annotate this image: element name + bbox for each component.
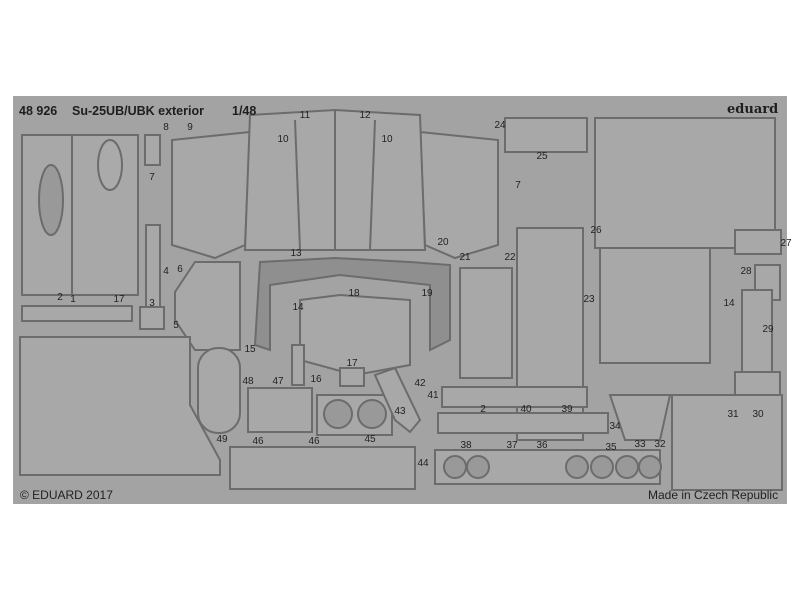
part-number: 28 (740, 266, 752, 277)
part-2-40-39 (437, 412, 609, 434)
part-1-oval (38, 164, 64, 236)
fret-code: 48 926 (19, 104, 58, 118)
part-number: 6 (177, 264, 183, 275)
part-number: 13 (290, 248, 302, 259)
part-number: 44 (417, 458, 429, 469)
part-3 (139, 306, 165, 330)
part-2-large-panel (19, 336, 221, 476)
part-number: 30 (752, 409, 764, 420)
part-number: 11 (299, 110, 311, 121)
part-45-46 (229, 446, 416, 490)
part-9-panel (171, 130, 252, 260)
part-29 (741, 289, 773, 381)
part-12-frame (334, 108, 427, 251)
part-number: 10 (381, 134, 393, 145)
part-26-panel (594, 117, 776, 249)
part-number: 49 (216, 434, 228, 445)
part-number: 29 (762, 324, 774, 335)
part-number: 12 (359, 110, 371, 121)
part-number: 14 (723, 298, 735, 309)
part-number: 35 (605, 442, 617, 453)
part-number: 9 (187, 122, 193, 133)
part-number: 25 (536, 151, 548, 162)
part-32-34 (608, 394, 672, 441)
part-number: 22 (504, 252, 516, 263)
part-number: 42 (414, 378, 426, 389)
part-number: 14 (292, 302, 304, 313)
fret-title: Su-25UB/UBK exterior (72, 104, 204, 118)
fret-scale: 1/48 (232, 104, 257, 118)
part-6 (174, 261, 241, 351)
part-number: 46 (308, 436, 320, 447)
copyright: © EDUARD 2017 (20, 488, 113, 502)
part-number: 37 (506, 440, 518, 451)
part-number: 43 (394, 406, 406, 417)
part-number: 32 (654, 439, 666, 450)
part-24-25 (504, 117, 588, 153)
made-in: Made in Czech Republic (648, 488, 779, 502)
part-number: 27 (780, 238, 792, 249)
part-number: 7 (149, 172, 155, 183)
part-number: 34 (609, 421, 621, 432)
part-47 (247, 387, 313, 433)
part-number: 21 (459, 252, 471, 263)
part-number: 3 (149, 298, 155, 309)
part-number: 2 (57, 292, 63, 303)
part-15-19-frame (253, 256, 451, 352)
part-number: 48 (242, 376, 254, 387)
part-number: 33 (634, 439, 646, 450)
part-17-small (339, 367, 365, 387)
part-11-frame (243, 108, 336, 251)
part-42 (373, 366, 422, 434)
part-number: 8 (163, 122, 169, 133)
part-number: 1 (70, 294, 76, 305)
part-1-window (97, 139, 123, 191)
part-number: 40 (520, 404, 532, 415)
part-number: 7 (515, 180, 521, 191)
part-number: 24 (494, 120, 506, 131)
part-27 (734, 229, 782, 255)
part-number: 10 (277, 134, 289, 145)
part-8 (144, 134, 161, 166)
part-20-panel (418, 130, 499, 260)
part-number: 17 (113, 294, 125, 305)
part-2-strip (21, 305, 133, 322)
part-number: 17 (346, 358, 358, 369)
part-number: 36 (536, 440, 548, 451)
part-number: 2 (480, 404, 486, 415)
part-number: 23 (583, 294, 595, 305)
part-number: 26 (590, 225, 602, 236)
part-number: 31 (727, 409, 739, 420)
part-number: 16 (310, 374, 322, 385)
part-number: 19 (421, 288, 433, 299)
part-number: 38 (460, 440, 472, 451)
part-31-right (671, 394, 783, 491)
part-16 (291, 344, 305, 386)
part-number: 20 (437, 237, 449, 248)
part-41 (441, 386, 588, 408)
eduard-logo: eduard (727, 102, 779, 117)
part-number: 5 (173, 320, 179, 331)
part-26-lower (599, 247, 711, 364)
part-49-ring (197, 347, 241, 434)
part-number: 39 (561, 404, 573, 415)
part-number: 41 (427, 390, 439, 401)
part-number: 4 (163, 266, 169, 277)
part-number: 46 (252, 436, 264, 447)
part-number: 47 (272, 376, 284, 387)
part-21-22 (459, 267, 513, 379)
part-number: 45 (364, 434, 376, 445)
part-number: 18 (348, 288, 360, 299)
part-number: 15 (244, 344, 256, 355)
